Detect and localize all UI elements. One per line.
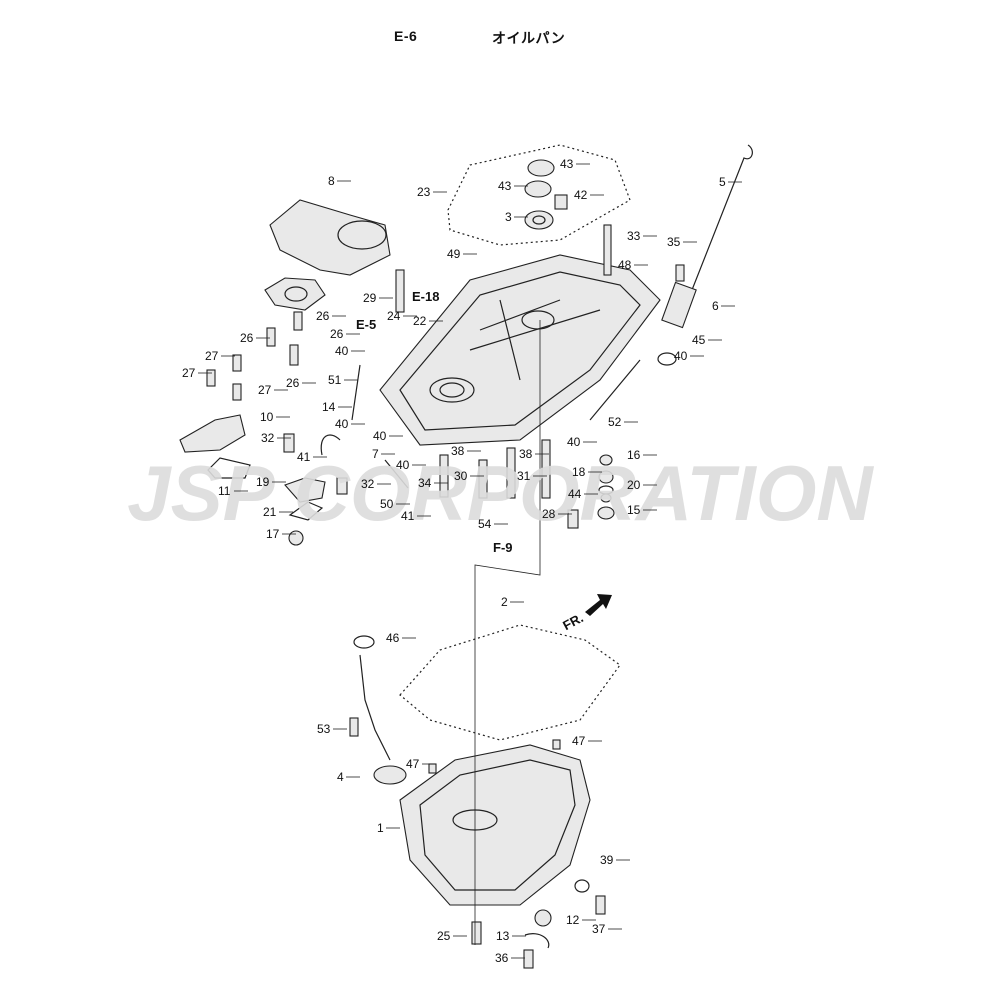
callout-1[interactable]: 1 [377,821,384,835]
callout-27[interactable]: 27 [205,349,219,363]
callout-32[interactable]: 32 [261,431,275,445]
callout-40[interactable]: 40 [335,344,349,358]
callout-54[interactable]: 54 [478,517,492,531]
hoses-drawing [320,359,641,489]
callout-29[interactable]: 29 [363,291,377,305]
callout-48[interactable]: 48 [618,258,632,272]
callout-49[interactable]: 49 [447,247,461,261]
callout-20[interactable]: 20 [627,478,641,492]
callout-44[interactable]: 44 [568,487,582,501]
callout-3[interactable]: 3 [505,210,512,224]
callout-47[interactable]: 47 [406,757,420,771]
callout-43[interactable]: 43 [498,179,512,193]
callout-47[interactable]: 47 [572,734,586,748]
callout-51[interactable]: 51 [328,373,342,387]
callout-12[interactable]: 12 [566,913,580,927]
callout-18[interactable]: 18 [572,465,586,479]
callout-42[interactable]: 42 [574,188,588,202]
oil-pan-case-drawing [379,254,661,446]
callout-34[interactable]: 34 [418,476,432,490]
gasket-23-drawing [447,144,631,246]
callout-41[interactable]: 41 [297,450,311,464]
callout-39[interactable]: 39 [600,853,614,867]
callout-40[interactable]: 40 [396,458,410,472]
ref-e18[interactable]: E-18 [412,289,439,304]
water-cover-drawing [264,199,391,311]
callout-50[interactable]: 50 [380,497,394,511]
watermark-text: JSP CORPORATION [127,449,874,537]
callout-17[interactable]: 17 [266,527,280,541]
callout-14[interactable]: 14 [322,400,336,414]
callout-40[interactable]: 40 [335,417,349,431]
callout-31[interactable]: 31 [517,469,531,483]
callout-37[interactable]: 37 [592,922,606,936]
callout-30[interactable]: 30 [454,469,468,483]
callout-25[interactable]: 25 [437,929,451,943]
callout-23[interactable]: 23 [417,185,431,199]
callout-26[interactable]: 26 [330,327,344,341]
callout-7[interactable]: 7 [372,447,379,461]
callout-13[interactable]: 13 [496,929,510,943]
drain-parts-drawing [428,739,606,969]
callout-36[interactable]: 36 [495,951,509,965]
callout-32[interactable]: 32 [361,477,375,491]
callout-2[interactable]: 2 [501,595,508,609]
callout-40[interactable]: 40 [674,349,688,363]
callout-52[interactable]: 52 [608,415,622,429]
callout-43[interactable]: 43 [560,157,574,171]
callout-22[interactable]: 22 [413,314,427,328]
misc-bolts-drawing [206,224,612,529]
oil-pressure-parts-drawing [179,414,326,546]
callout-11[interactable]: 11 [218,484,231,498]
oil-seals-drawing [524,159,568,230]
ref-e5[interactable]: E-5 [356,317,376,332]
callout-27[interactable]: 27 [258,383,272,397]
callout-15[interactable]: 15 [627,503,641,517]
right-fittings-drawing [597,264,685,520]
callout-8[interactable]: 8 [328,174,335,188]
callout-27[interactable]: 27 [182,366,196,380]
callout-5[interactable]: 5 [719,175,726,189]
callout-45[interactable]: 45 [692,333,706,347]
callout-6[interactable]: 6 [712,299,719,313]
callout-21[interactable]: 21 [263,505,277,519]
callout-16[interactable]: 16 [627,448,641,462]
callout-38[interactable]: 38 [519,447,533,461]
callout-41[interactable]: 41 [401,509,415,523]
callout-40[interactable]: 40 [373,429,387,443]
callout-38[interactable]: 38 [451,444,465,458]
front-direction-arrow [585,594,612,616]
lower-gasket-2-drawing [399,624,621,741]
ref-f9[interactable]: F-9 [493,540,513,555]
callout-35[interactable]: 35 [667,235,681,249]
callout-26[interactable]: 26 [286,376,300,390]
callout-53[interactable]: 53 [317,722,331,736]
callout-26[interactable]: 26 [240,331,254,345]
callout-33[interactable]: 33 [627,229,641,243]
direction-label: FR. [560,610,586,633]
callout-40[interactable]: 40 [567,435,581,449]
section-code: E-6 [394,28,418,44]
callout-24[interactable]: 24 [387,309,401,323]
callout-4[interactable]: 4 [337,770,344,784]
section-title: オイルパン [492,30,566,46]
dipstick-drawing [657,144,753,366]
callout-10[interactable]: 10 [260,410,274,424]
oil-strainer-4-drawing [349,635,407,785]
callout-46[interactable]: 46 [386,631,400,645]
callout-28[interactable]: 28 [542,507,556,521]
callout-19[interactable]: 19 [256,475,270,489]
callout-26[interactable]: 26 [316,309,330,323]
